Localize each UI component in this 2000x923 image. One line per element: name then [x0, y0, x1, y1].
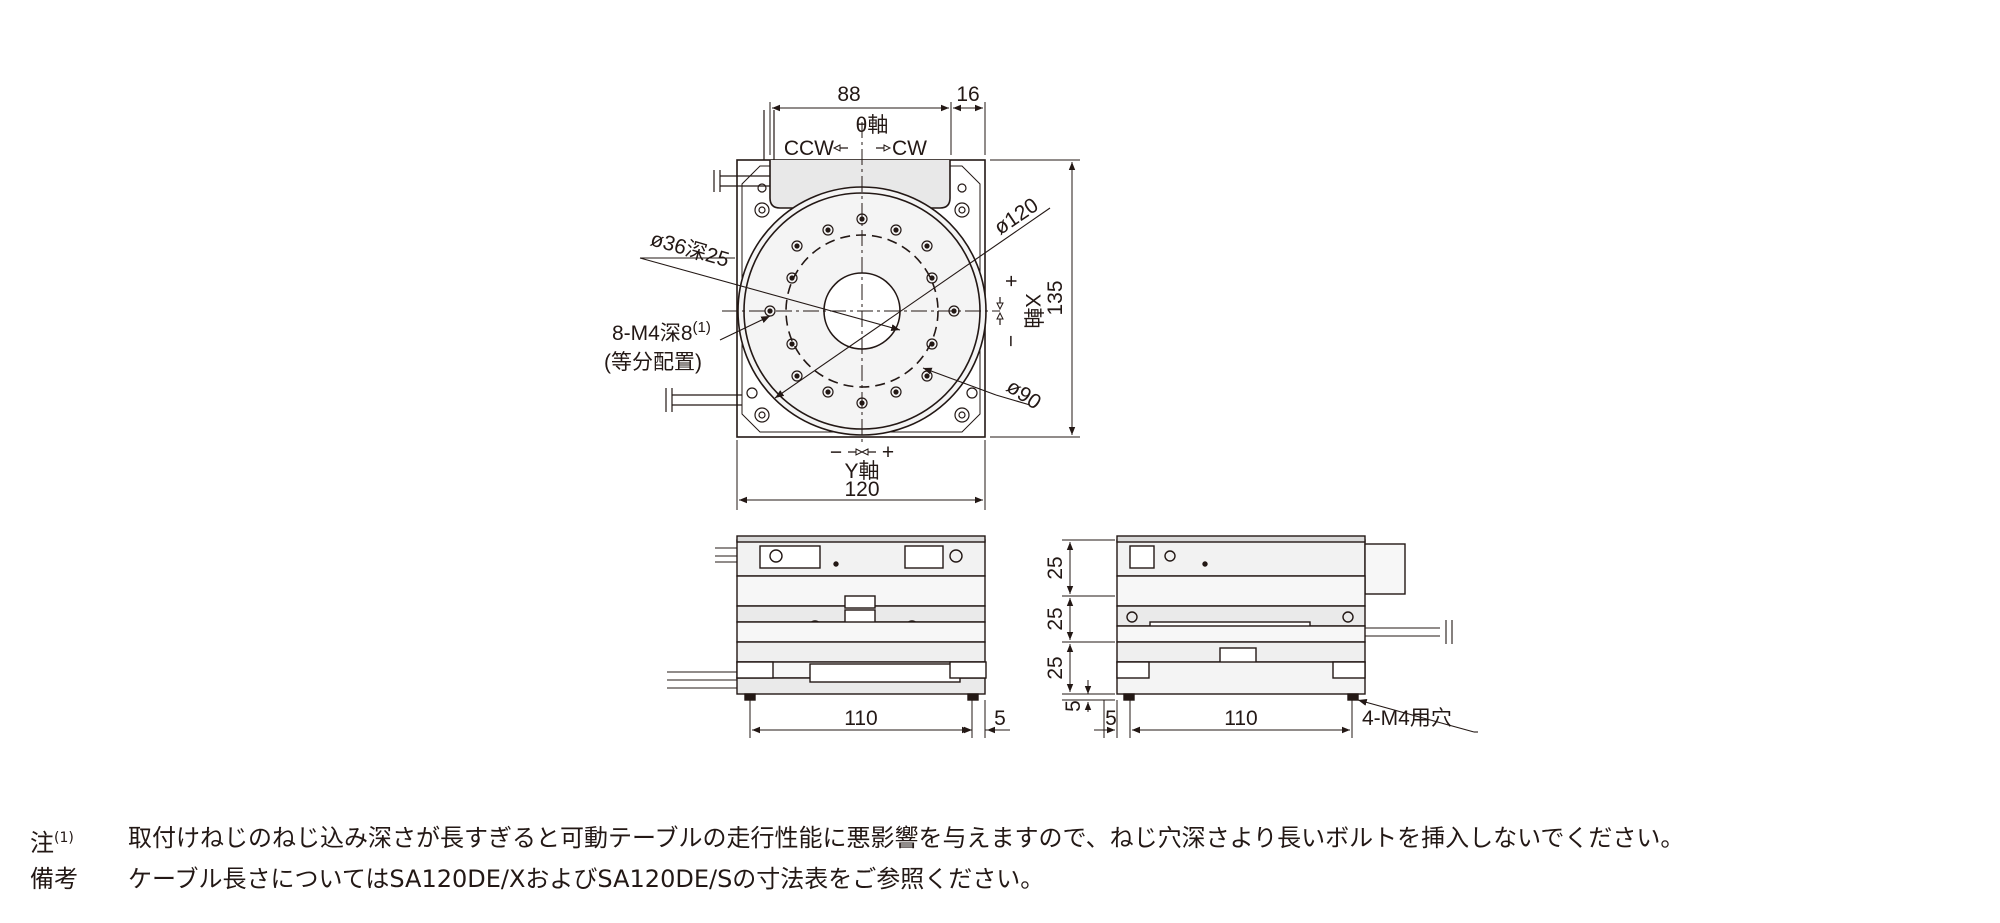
- note-2-label: 備考: [30, 865, 78, 893]
- side-dim-110-label: 110: [1224, 707, 1257, 730]
- side-dim-25c-label: 25: [1044, 656, 1067, 679]
- table-holes: [764, 213, 960, 409]
- dia36-leader: [639, 257, 901, 332]
- chamfered-plate: [741, 165, 981, 433]
- note-2-text: ケーブル長さについてはSA120DE/XおよびSA120DE/Sの寸法表をご参照…: [128, 865, 1045, 893]
- y-axis-label: Y軸: [844, 460, 879, 483]
- m4-arrangement-label: (等分配置): [604, 351, 702, 374]
- m4-holes-label: 8-M4深8(1): [612, 319, 711, 345]
- ccw-label: CCW: [784, 137, 834, 160]
- side-dim-5v-label: 5: [1062, 700, 1085, 712]
- dia90-leader: [922, 367, 997, 396]
- front-dim-5-label: 5: [994, 707, 1006, 730]
- y-plus-label: +: [882, 441, 894, 464]
- note-1: 注(1) 取付けねじのねじ込み深さが長すぎると可動テーブルの走行性能に悪影響を与…: [30, 820, 1684, 861]
- cw-label: CW: [892, 137, 927, 160]
- x-plus-label: +: [999, 275, 1022, 287]
- side-view: [1062, 535, 1478, 738]
- x-minus-label: −: [999, 335, 1022, 347]
- side-dim-25a-label: 25: [1044, 556, 1067, 579]
- note-1-text: 取付けねじのねじ込み深さが長すぎると可動テーブルの走行性能に悪影響を与えますので…: [128, 824, 1685, 852]
- dim-135-label: 135: [1044, 280, 1067, 315]
- mount-holes-leader: [1357, 698, 1475, 733]
- dim-16-label: 16: [956, 83, 979, 106]
- front-dim-110-label: 110: [844, 707, 877, 730]
- dim-120-label: 120: [844, 478, 879, 501]
- notes-block: 注(1) 取付けねじのねじ込み深さが長すぎると可動テーブルの走行性能に悪影響を与…: [30, 820, 1684, 897]
- cable-stub-top: [720, 110, 775, 187]
- top-view: [639, 102, 1080, 510]
- dia36-label: ø36深25: [648, 228, 732, 272]
- mount-holes-label: 4-M4用穴: [1362, 707, 1452, 730]
- y-minus-label: −: [830, 441, 842, 464]
- x-axis-label: X軸: [1021, 293, 1044, 328]
- note-1-label: 注(1): [30, 829, 74, 857]
- base-corner-holes: [746, 183, 978, 423]
- dia120-leader: [774, 207, 1051, 399]
- dia90-label: ø90: [1002, 375, 1045, 414]
- cable-stub-left: [672, 394, 742, 406]
- dim-88-label: 88: [837, 83, 860, 106]
- theta-axis-label: θ軸: [856, 114, 889, 137]
- dia120-label: ø120: [990, 194, 1043, 240]
- side-dim-25b-label: 25: [1044, 607, 1067, 630]
- side-dim-5h-label: 5: [1105, 707, 1117, 730]
- front-view: [667, 535, 1010, 738]
- note-2: 備考 ケーブル長さについてはSA120DE/XおよびSA120DE/Sの寸法表を…: [30, 861, 1684, 897]
- m4-leader: [719, 315, 771, 341]
